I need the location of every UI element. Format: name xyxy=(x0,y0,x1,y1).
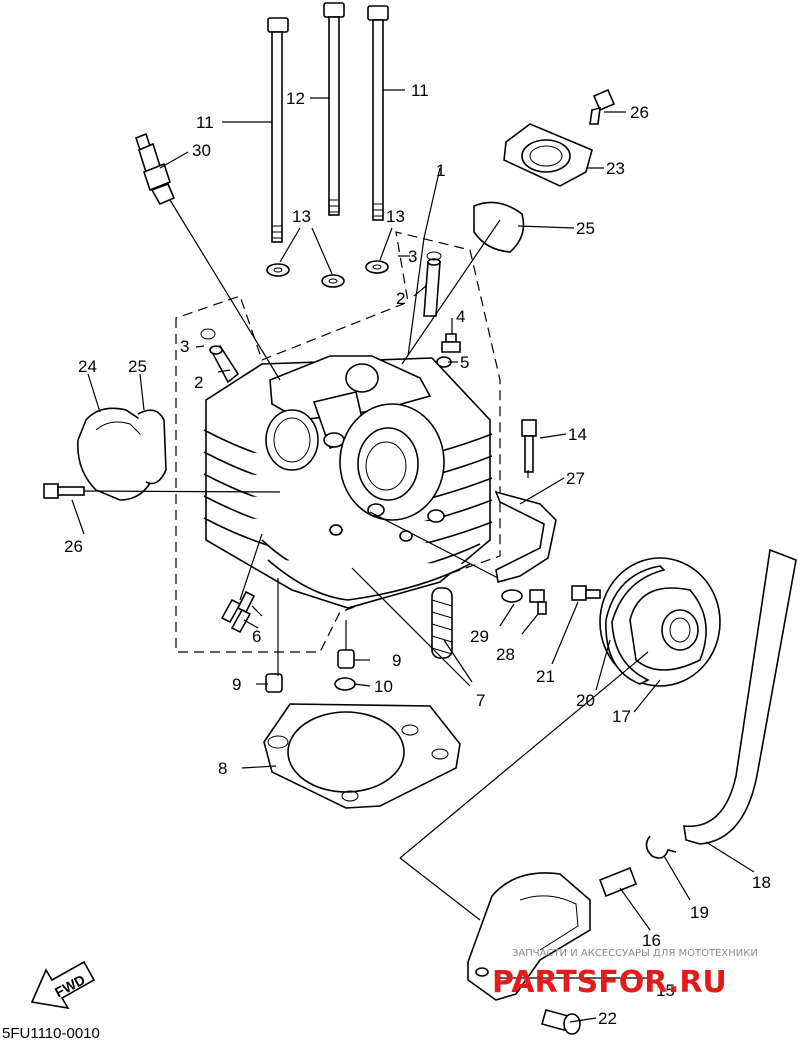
callout-30: 30 xyxy=(192,141,211,160)
callout-23: 23 xyxy=(606,159,625,178)
cover-24 xyxy=(77,407,157,501)
gasket-25-left xyxy=(137,409,167,485)
bolt-14 xyxy=(521,419,537,473)
callout-26a: 26 xyxy=(630,103,649,122)
callout-25a: 25 xyxy=(576,219,595,238)
callout-4: 4 xyxy=(456,307,465,326)
callout-27: 27 xyxy=(566,469,585,488)
callout-9b: 9 xyxy=(232,675,241,694)
stud-bolt-12 xyxy=(323,2,345,216)
callout-29: 29 xyxy=(470,627,489,646)
diagram-code: 5FU1110-0010 xyxy=(2,1025,100,1042)
callout-13b: 13 xyxy=(386,207,405,226)
callout-2b: 2 xyxy=(396,289,405,308)
spark-plug-30 xyxy=(135,132,176,206)
bolt-22 xyxy=(541,1009,581,1035)
callout-13a: 13 xyxy=(292,207,311,226)
dowel-9 xyxy=(265,649,355,693)
callout-26b: 26 xyxy=(64,537,83,556)
bolt-26-top xyxy=(589,88,616,125)
hose-18 xyxy=(683,548,797,845)
bolt-28 xyxy=(529,589,547,615)
callout-14: 14 xyxy=(568,425,587,444)
callout-7: 7 xyxy=(476,691,485,710)
callout-24: 24 xyxy=(78,357,97,376)
callout-1: 1 xyxy=(436,161,445,180)
callout-6: 6 xyxy=(252,627,261,646)
callout-22: 22 xyxy=(598,1009,617,1028)
callout-19: 19 xyxy=(690,903,709,922)
watermark: ЗАПЧАСТИ И АКСЕССУАРЫ ДЛЯ МОТОТЕХНИКИ PA… xyxy=(492,948,758,1000)
nipple-16 xyxy=(598,866,638,898)
callout-3b: 3 xyxy=(408,247,417,266)
callout-20: 20 xyxy=(576,691,595,710)
fwd-arrow-icon: FWD xyxy=(30,960,96,1010)
callout-10: 10 xyxy=(374,677,393,696)
head-gasket-8 xyxy=(263,703,461,809)
hose-clip-19 xyxy=(645,835,677,859)
plug-bolt-4 xyxy=(441,333,461,353)
callout-11a: 11 xyxy=(196,113,214,132)
callout-11b: 11 xyxy=(411,81,429,100)
callout-12: 12 xyxy=(286,89,305,108)
watermark-tagline: ЗАПЧАСТИ И АКСЕССУАРЫ ДЛЯ МОТОТЕХНИКИ xyxy=(512,948,758,959)
callout-15: 15 xyxy=(656,981,675,1000)
callout-labels: 11 12 11 13 13 30 1 3 2 4 5 25 23 26 24 … xyxy=(64,81,771,1028)
callout-28: 28 xyxy=(496,645,515,664)
valve-guide-2-left xyxy=(209,344,240,384)
bolt-21 xyxy=(571,585,601,601)
callout-18: 18 xyxy=(752,873,771,892)
callout-16: 16 xyxy=(642,931,661,950)
callout-21: 21 xyxy=(536,667,555,686)
leader-lines xyxy=(71,89,755,1023)
callout-2a: 2 xyxy=(194,373,203,392)
valve-guide-2-right xyxy=(423,258,441,317)
cylinder-head xyxy=(203,355,493,609)
callout-17: 17 xyxy=(612,707,631,726)
watermark-logo: PARTSFOR.RU xyxy=(492,965,727,1000)
oring-10 xyxy=(334,677,356,691)
stud-bolt-11-left xyxy=(267,17,289,243)
circlip-3 xyxy=(200,251,442,340)
cover-15 xyxy=(467,872,591,1001)
callout-8: 8 xyxy=(218,759,227,778)
bolt-26-left xyxy=(43,483,85,499)
assembly-outline xyxy=(175,231,501,653)
callout-3a: 3 xyxy=(180,337,189,356)
dowel-pin-6 xyxy=(220,590,256,634)
cover-17 xyxy=(599,557,721,687)
oring-29 xyxy=(501,589,523,603)
callout-9a: 9 xyxy=(392,651,401,670)
callout-5: 5 xyxy=(460,353,469,372)
stud-bolt-11-right xyxy=(367,5,389,221)
gasket-27 xyxy=(494,490,557,584)
callout-25b: 25 xyxy=(128,357,147,376)
gasket-25-top xyxy=(473,201,525,253)
washer-13 xyxy=(266,260,389,288)
intake-joint-23 xyxy=(503,123,593,187)
